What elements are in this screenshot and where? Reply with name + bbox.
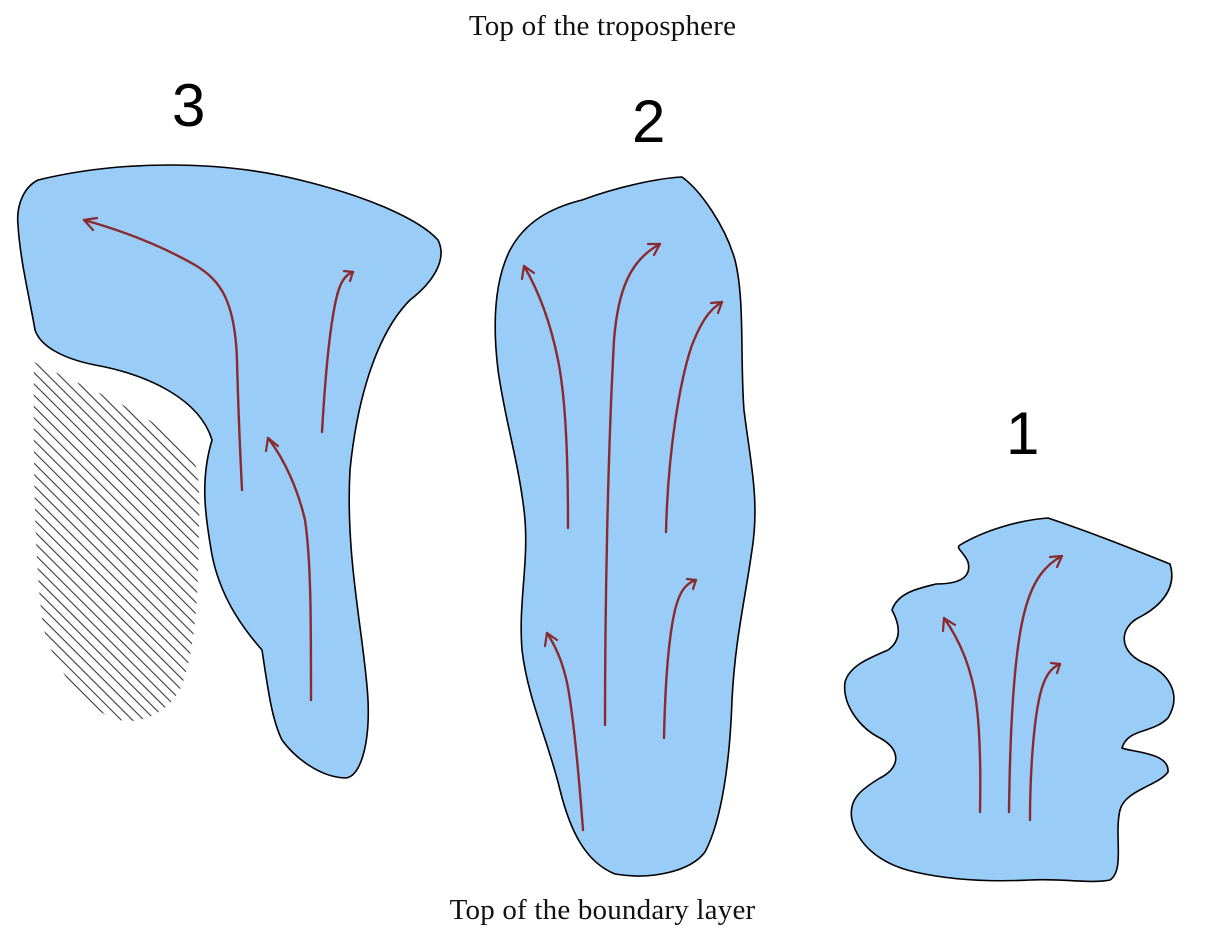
stage-1-cloud bbox=[845, 518, 1174, 881]
stage-2-cloud bbox=[495, 177, 755, 876]
stage-1-cloud-body bbox=[845, 518, 1174, 881]
stage-3-cloud bbox=[18, 165, 441, 778]
stage-3-shadow-hatch bbox=[34, 362, 200, 721]
